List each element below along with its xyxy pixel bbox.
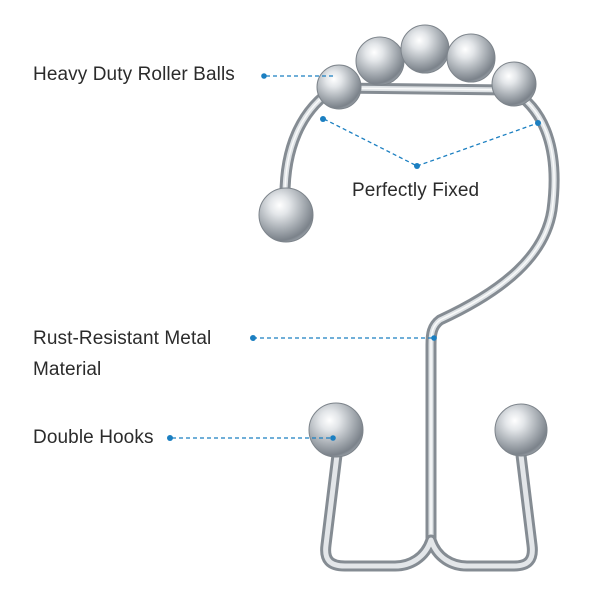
callout-dot	[431, 335, 437, 341]
roller-balls	[316, 24, 537, 110]
fixed-callout-line-right	[416, 122, 539, 167]
right-hook-end-ball	[494, 403, 548, 457]
callout-dot	[167, 435, 173, 441]
callout-dot	[330, 435, 336, 441]
upper-loop-rod	[279, 82, 560, 546]
callout-dot	[320, 116, 326, 122]
roller-ball	[355, 36, 405, 86]
heavy-duty-roller-balls-label: Heavy Duty Roller Balls	[33, 64, 235, 85]
double-hooks-label: Double Hooks	[33, 427, 154, 448]
callout-dots	[167, 73, 541, 441]
left-hook-end-ball	[308, 402, 364, 458]
callout-lines	[172, 75, 539, 439]
callout-dot	[535, 120, 541, 126]
roller-ball	[400, 24, 450, 74]
roller-ball	[446, 33, 496, 83]
callout-dot	[261, 73, 267, 79]
callout-dot	[250, 335, 256, 341]
callout-dot	[414, 163, 420, 169]
roller-ball	[491, 61, 537, 107]
upper-end-ball	[258, 187, 314, 243]
fixed-callout-line-left	[323, 118, 418, 167]
rust-resistant-label-line2: Material	[33, 359, 102, 380]
perfectly-fixed-label: Perfectly Fixed	[352, 180, 480, 201]
rust-resistant-label-line1: Rust-Resistant Metal	[33, 328, 212, 349]
roller-ball	[316, 64, 362, 110]
hook-body	[279, 82, 560, 572]
